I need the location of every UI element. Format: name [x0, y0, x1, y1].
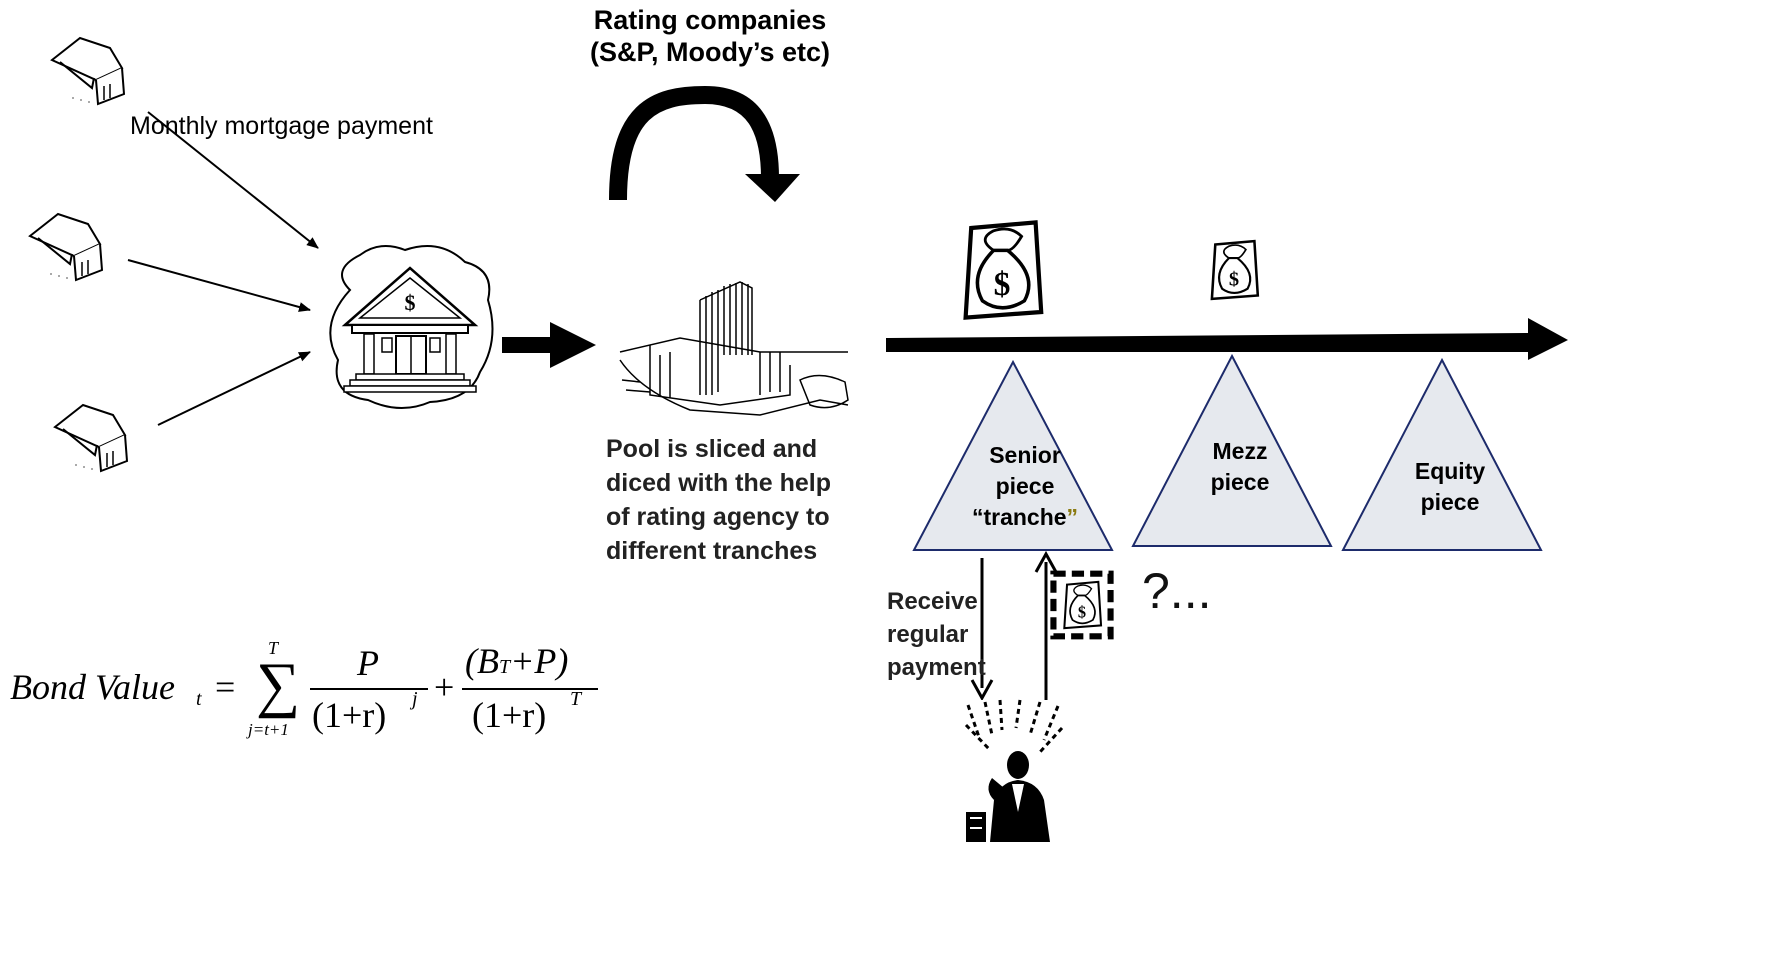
rating-curve-arrow [609, 85, 800, 202]
rating-title-line: Rating companies [593, 5, 827, 35]
fraction2-denominator: (1+r) [472, 695, 547, 735]
equity-tranche-triangle [1341, 357, 1543, 551]
mezz-label-line: Mezz [1212, 438, 1268, 464]
formula-equals: = [215, 667, 236, 707]
receive-text-line: Receive [887, 588, 978, 615]
rating-title-line: (S&P, Moody’s etc) [589, 37, 831, 67]
receive-text-line: regular [887, 621, 969, 648]
receive-payment-label: Receive regular payment [887, 585, 986, 684]
pool-text-line: of rating agency to [606, 503, 830, 531]
bond-value-formula: Bond Value t = T ∑ j=t+1 P (1+r) j + (BT… [10, 636, 610, 746]
payment-arrow [147, 111, 319, 249]
senior-label-line: piece [995, 473, 1055, 499]
pool-text-line: different tranches [606, 537, 818, 565]
formula-plus: + [434, 667, 455, 707]
fraction1-denominator: (1+r) [312, 695, 387, 735]
mezz-tranche-triangle [1131, 353, 1333, 547]
fraction2-numerator: (BT+P) [465, 640, 568, 682]
fraction2-num-sub: T [498, 656, 511, 678]
building-icon [619, 281, 849, 416]
senior-tranche-label: Senior piece “tranche” [960, 440, 1090, 533]
payment-arrow [157, 351, 311, 426]
sum-upper-limit: T [268, 638, 279, 658]
fraction2-num-open: (B [465, 641, 499, 681]
fraction2-exponent: T [570, 688, 582, 710]
pool-text-line: diced with the help [606, 469, 832, 497]
fraction1-bar [310, 688, 428, 690]
question-mark-text: ?... [1142, 563, 1212, 619]
money-bag-icon [1210, 239, 1260, 301]
money-bag-icon [966, 222, 1042, 317]
mezz-label-line: piece [1210, 469, 1270, 495]
mezz-tranche-label: Mezz piece [1180, 436, 1300, 498]
fraction1-numerator: P [357, 643, 379, 683]
tranche-timeline-arrow [886, 318, 1568, 360]
fraction1-exponent: j [412, 688, 418, 710]
bank-icon: $ [329, 245, 494, 410]
flow-arrow [502, 322, 596, 368]
closing-quote: ” [1066, 504, 1079, 530]
money-bag-icon [1050, 570, 1114, 640]
pool-text-line: Pool is sliced and [606, 435, 818, 463]
receive-text-line: payment [887, 654, 986, 681]
sum-lower-limit: j=t+1 [248, 720, 289, 739]
investment-up-arrow [1034, 550, 1058, 700]
svg-text:$: $ [405, 290, 416, 315]
house-icon [54, 404, 128, 472]
senior-label-line: Senior [989, 442, 1061, 468]
senior-tranche-triangle [912, 359, 1114, 551]
pool-description: Pool is sliced and diced with the help o… [606, 432, 831, 568]
house-icon [29, 213, 103, 281]
formula-lhs: Bond Value [10, 667, 175, 707]
fraction2-bar [462, 688, 598, 690]
payment-arrow [127, 259, 311, 312]
house-icon [51, 37, 125, 105]
equity-label-line: Equity [1414, 458, 1486, 484]
senior-label-line: “tranche [971, 504, 1067, 530]
monthly-payment-label: Monthly mortgage payment [130, 112, 433, 140]
formula-lhs-sub: t [196, 688, 202, 710]
sum-symbol: ∑ [256, 651, 301, 719]
investor-icon [964, 699, 1064, 842]
fraction2-num-rest: +P) [510, 641, 569, 681]
equity-label-line: piece [1420, 489, 1480, 515]
payment-down-arrow [970, 558, 994, 702]
equity-tranche-label: Equity piece [1390, 456, 1510, 518]
rating-companies-title: Rating companies (S&P, Moody’s etc) [560, 4, 860, 68]
